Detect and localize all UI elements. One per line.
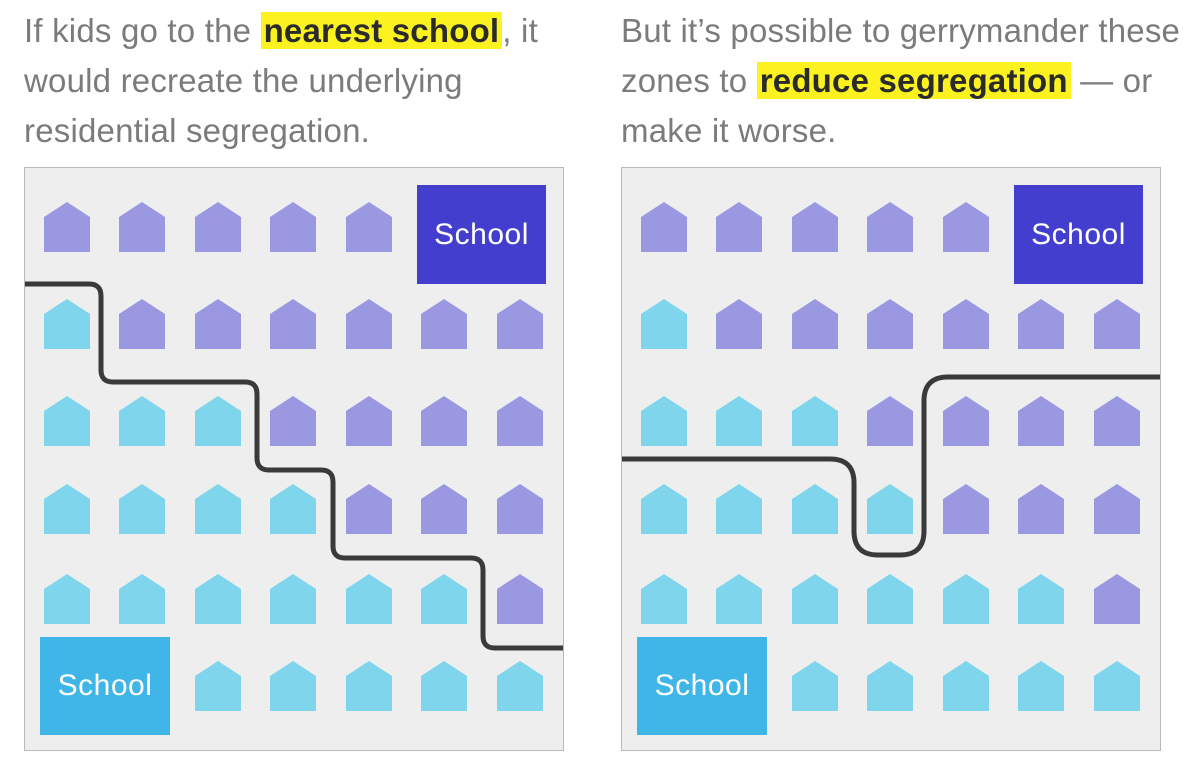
house-purple-icon [867,396,913,446]
house-purple-icon [943,202,989,252]
caption-right-highlight: reduce segregation [756,62,1071,99]
house-purple-icon [119,299,165,349]
caption-left-highlight: nearest school [260,12,503,49]
school-top-left: School [417,185,546,284]
house-purple-icon [421,299,467,349]
house-cyan-icon [44,484,90,534]
zone-boundary-line [25,281,563,651]
school-top-right: School [1014,185,1143,284]
house-cyan-icon [195,661,241,711]
house-cyan-icon [1018,661,1064,711]
house-purple-icon [421,396,467,446]
house-purple-icon [1094,396,1140,446]
house-purple-icon [943,396,989,446]
house-purple-icon [346,396,392,446]
house-purple-icon [195,202,241,252]
house-purple-icon [270,299,316,349]
house-cyan-icon [270,661,316,711]
school-bottom-left: School [40,637,170,735]
caption-left: If kids go to the nearest school, it wou… [24,6,584,156]
house-purple-icon [1018,396,1064,446]
house-purple-icon [792,299,838,349]
house-cyan-icon [195,396,241,446]
house-purple-icon [641,202,687,252]
house-purple-icon [421,484,467,534]
house-cyan-icon [421,574,467,624]
house-cyan-icon [195,574,241,624]
house-cyan-icon [270,484,316,534]
house-purple-icon [497,484,543,534]
house-grid-right [622,202,1160,711]
house-cyan-icon [44,396,90,446]
house-purple-icon [867,202,913,252]
house-purple-icon [346,299,392,349]
house-purple-icon [1018,299,1064,349]
house-cyan-icon [792,661,838,711]
caption-right: But it’s possible to gerrymander these z… [621,6,1200,156]
house-cyan-icon [792,396,838,446]
house-purple-icon [1094,299,1140,349]
house-cyan-icon [44,574,90,624]
house-cyan-icon [270,574,316,624]
house-purple-icon [1018,484,1064,534]
house-cyan-icon [867,574,913,624]
house-purple-icon [1094,574,1140,624]
house-purple-icon [346,484,392,534]
house-cyan-icon [44,299,90,349]
caption-left-text-1: If kids go to the [24,12,261,49]
house-purple-icon [497,299,543,349]
house-purple-icon [943,484,989,534]
house-cyan-icon [716,484,762,534]
house-cyan-icon [716,396,762,446]
house-cyan-icon [1018,574,1064,624]
house-cyan-icon [497,661,543,711]
house-purple-icon [270,396,316,446]
house-cyan-icon [119,574,165,624]
school-bottom-right: School [637,637,767,735]
house-cyan-icon [641,396,687,446]
house-cyan-icon [421,661,467,711]
house-cyan-icon [119,484,165,534]
caption-right-text-2: — or make it worse. [621,62,1153,149]
house-purple-icon [346,202,392,252]
house-purple-icon [195,299,241,349]
house-cyan-icon [641,299,687,349]
house-purple-icon [497,574,543,624]
house-purple-icon [270,202,316,252]
house-purple-icon [44,202,90,252]
house-purple-icon [867,299,913,349]
house-purple-icon [497,396,543,446]
house-cyan-icon [943,574,989,624]
house-purple-icon [1094,484,1140,534]
house-purple-icon [716,202,762,252]
caption-left-text-2: , it would recreate the underlying resid… [24,12,538,149]
house-cyan-icon [792,574,838,624]
house-cyan-icon [195,484,241,534]
house-cyan-icon [792,484,838,534]
house-cyan-icon [346,661,392,711]
house-cyan-icon [867,484,913,534]
house-cyan-icon [943,661,989,711]
house-purple-icon [792,202,838,252]
house-cyan-icon [641,574,687,624]
house-cyan-icon [716,574,762,624]
house-purple-icon [716,299,762,349]
zone-boundary-line [622,374,1160,558]
house-cyan-icon [641,484,687,534]
house-cyan-icon [867,661,913,711]
house-cyan-icon [346,574,392,624]
caption-right-text-1: But it’s possible to gerrymander these z… [621,12,1181,99]
house-purple-icon [119,202,165,252]
zoning-panel-gerrymandered: School School [621,167,1161,751]
house-grid-left [25,202,563,711]
zoning-panel-nearest-school: School School [24,167,564,751]
house-cyan-icon [1094,661,1140,711]
house-cyan-icon [119,396,165,446]
house-purple-icon [943,299,989,349]
